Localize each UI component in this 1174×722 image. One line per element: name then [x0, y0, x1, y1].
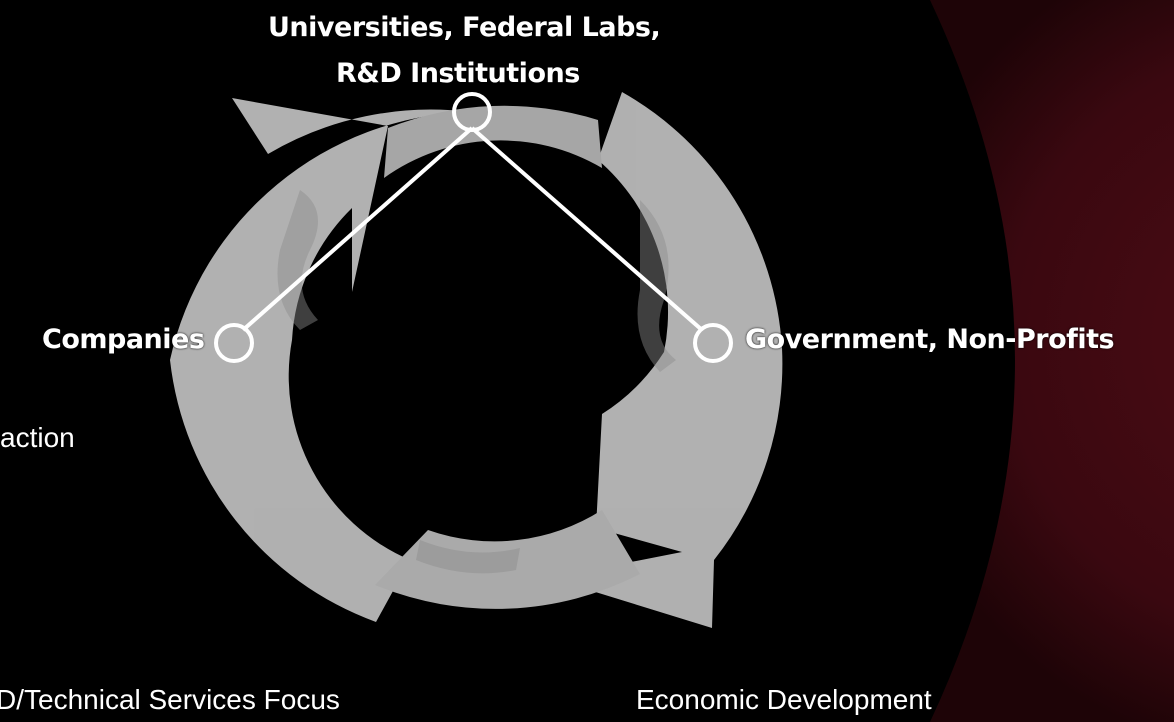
maroon-accent-arc: [930, 0, 1174, 722]
node-label-government: Government, Non-Profits: [745, 324, 1115, 355]
top-cycle-band: [384, 105, 602, 178]
cycle-arrows: [170, 92, 783, 628]
node-label-universities-line2: R&D Institutions: [336, 58, 580, 89]
node-universities-circle: [452, 92, 492, 132]
cut-off-text-technical-services: D/Technical Services Focus: [0, 684, 340, 715]
connector-lines: [241, 126, 704, 332]
globe-texture: [277, 190, 676, 574]
right-cycle-arrow: [550, 92, 783, 628]
bottom-cycle-arrow: [375, 510, 640, 609]
node-label-universities-line1: Universities, Federal Labs,: [268, 12, 661, 43]
node-companies-circle: [214, 323, 254, 363]
node-label-companies: Companies: [42, 324, 205, 355]
text-economic-development: Economic Development: [636, 684, 932, 715]
node-government-circle: [693, 323, 733, 363]
left-cycle-arrow: [170, 98, 470, 622]
cut-off-text-action: action: [0, 422, 75, 453]
